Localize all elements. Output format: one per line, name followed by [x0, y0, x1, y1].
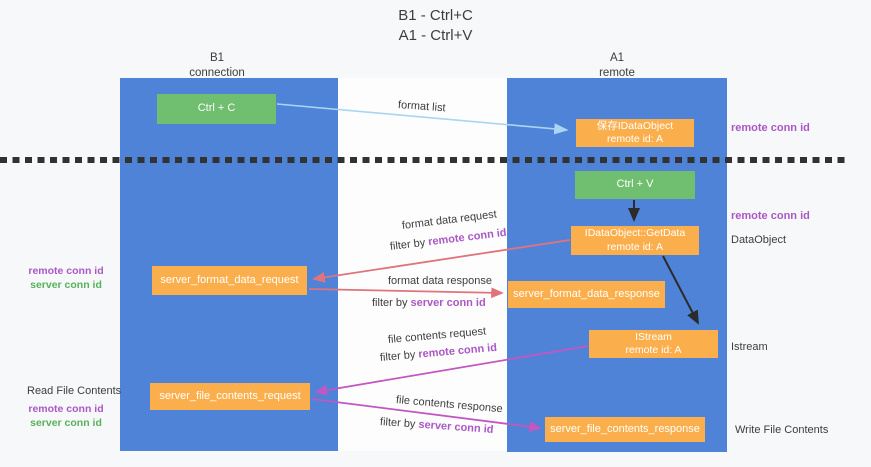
node-getdata-line1: IDataObject::GetData [584, 227, 686, 240]
annotation-remote-conn-id-left: remote conn id [28, 265, 104, 277]
node-idataobject-getdata: IDataObject::GetData remote id: A [571, 226, 699, 255]
annotation-server-conn-id-left-bottom: server conn id [30, 417, 102, 429]
title-line-1: B1 - Ctrl+C [398, 7, 473, 24]
node-ctrl-c-label: Ctrl + C [197, 102, 236, 115]
node-server-file-contents-request: server_file_contents_request [150, 383, 310, 410]
annotation-dataobject: DataObject [731, 234, 787, 246]
annotation-left-conn-ids-mid: remote conn id server conn id [16, 264, 116, 292]
node-ctrl-v: Ctrl + V [575, 171, 695, 199]
annotation-remote-conn-id-mid: remote conn id [731, 210, 810, 222]
node-ctrl-c: Ctrl + C [157, 94, 276, 124]
node-istream: IStream remote id: A [589, 330, 718, 358]
annotation-left-conn-ids-bottom: remote conn id server conn id [16, 402, 116, 430]
filter-key-server-conn-id: server conn id [410, 297, 486, 309]
lane-a1-name: A1 [609, 52, 625, 64]
lane-header-a1: A1 remote [507, 51, 727, 81]
lane-header-b1: B1 connection [108, 51, 326, 81]
lane-gap-background [338, 78, 507, 451]
annotation-remote-conn-id-top: remote conn id [731, 122, 810, 134]
annotation-read-file-contents: Read File Contents [27, 385, 122, 397]
node-save-idataobject: 保存IDataObject remote id: A [576, 119, 694, 147]
lane-b1-name: B1 [209, 52, 225, 64]
flow-filter-format-data-response: filter by server conn id [372, 297, 486, 309]
node-format-response-label: server_format_data_response [513, 287, 660, 300]
node-file-response-label: server_file_contents_response [550, 422, 700, 435]
node-server-format-data-request: server_format_data_request [152, 266, 307, 295]
node-save-idataobject-line1: 保存IDataObject [596, 119, 674, 132]
node-format-request-label: server_format_data_request [160, 273, 299, 286]
node-server-format-data-response: server_format_data_response [508, 281, 665, 308]
filter-prefix: filter by [372, 297, 411, 309]
annotation-write-file-contents: Write File Contents [735, 424, 829, 436]
lane-a1-role: remote [599, 66, 635, 79]
diagram-title: B1 - Ctrl+C A1 - Ctrl+V [0, 6, 871, 47]
node-istream-line1: IStream [635, 330, 672, 343]
node-ctrl-v-label: Ctrl + V [616, 178, 654, 191]
flow-label-format-data-response: format data response [388, 275, 492, 287]
title-line-2: A1 - Ctrl+V [398, 27, 473, 45]
annotation-server-conn-id-left: server conn id [30, 279, 102, 291]
node-file-request-label: server_file_contents_request [159, 389, 301, 402]
annotation-istream: Istream [731, 341, 768, 353]
node-getdata-line2: remote id: A [606, 240, 664, 253]
lane-b1-role: connection [189, 66, 245, 79]
node-server-file-contents-response: server_file_contents_response [545, 417, 705, 442]
phase-separator-dashed-line [0, 157, 848, 163]
annotation-remote-conn-id-left-bottom: remote conn id [28, 403, 104, 415]
node-istream-line2: remote id: A [625, 344, 682, 356]
node-save-idataobject-line2: remote id: A [606, 133, 664, 145]
